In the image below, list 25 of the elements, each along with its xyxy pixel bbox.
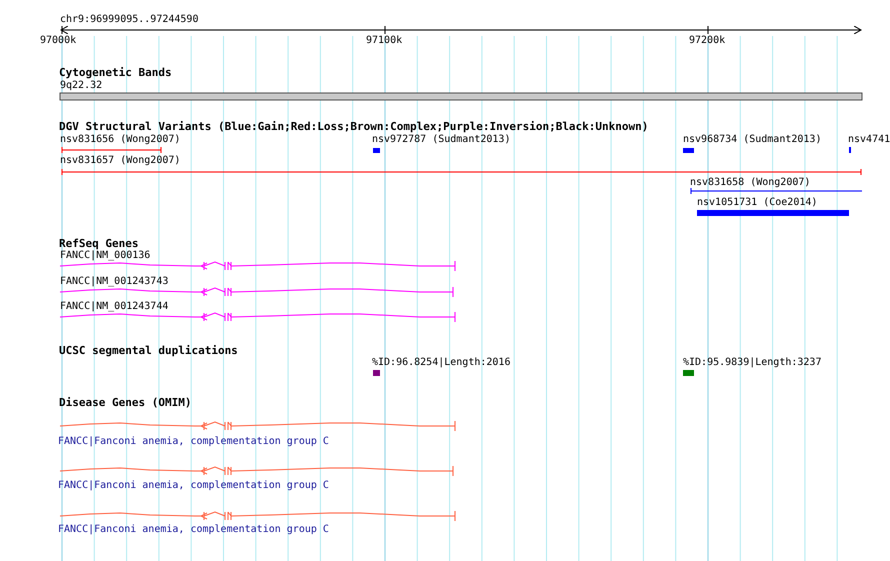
band-label: 9q22.32 — [60, 80, 102, 92]
feature-label: nsv968734 (Sudmant2013) — [683, 134, 822, 146]
track-title: RefSeq Genes — [59, 238, 138, 250]
feature-label: FANCC|Fanconi anemia, complementation group C — [58, 436, 329, 448]
feature-label: nsv831658 (Wong2007) — [690, 177, 810, 189]
feature-label: nsv4741 — [848, 134, 890, 146]
feature-label: FANCC|Fanconi anemia, complementation group C — [58, 524, 329, 536]
tick-label: 97200k — [689, 35, 726, 47]
tick-label: 97000k — [40, 35, 76, 47]
feature-label: FANCC|NM_000136 — [60, 250, 150, 262]
feature-label: nsv972787 (Sudmant2013) — [372, 134, 510, 146]
region-label: chr9:96999095..97244590 — [60, 14, 198, 26]
feature-label: nsv831656 (Wong2007) — [60, 134, 180, 146]
track-title: UCSC segmental duplications — [59, 345, 238, 357]
feature-label: FANCC|NM_001243743 — [60, 276, 168, 288]
feature-label: nsv1051731 (Coe2014) — [697, 197, 818, 209]
feature-label: %ID:95.9839|Length:3237 — [683, 357, 822, 369]
track-title: Disease Genes (OMIM) — [59, 397, 192, 409]
feature-label: FANCC|Fanconi anemia, complementation group C — [58, 480, 329, 492]
tick-label: 97100k — [366, 35, 402, 47]
track-title: DGV Structural Variants (Blue:Gain;Red:Loss;Brown:Complex;Purple:Inversion;Black:Unknown) — [59, 121, 648, 133]
track-title: Cytogenetic Bands — [59, 67, 172, 79]
feature-label: nsv831657 (Wong2007) — [60, 155, 180, 167]
feature-label: FANCC|NM_001243744 — [60, 301, 168, 313]
feature-label: %ID:96.8254|Length:2016 — [372, 357, 510, 369]
